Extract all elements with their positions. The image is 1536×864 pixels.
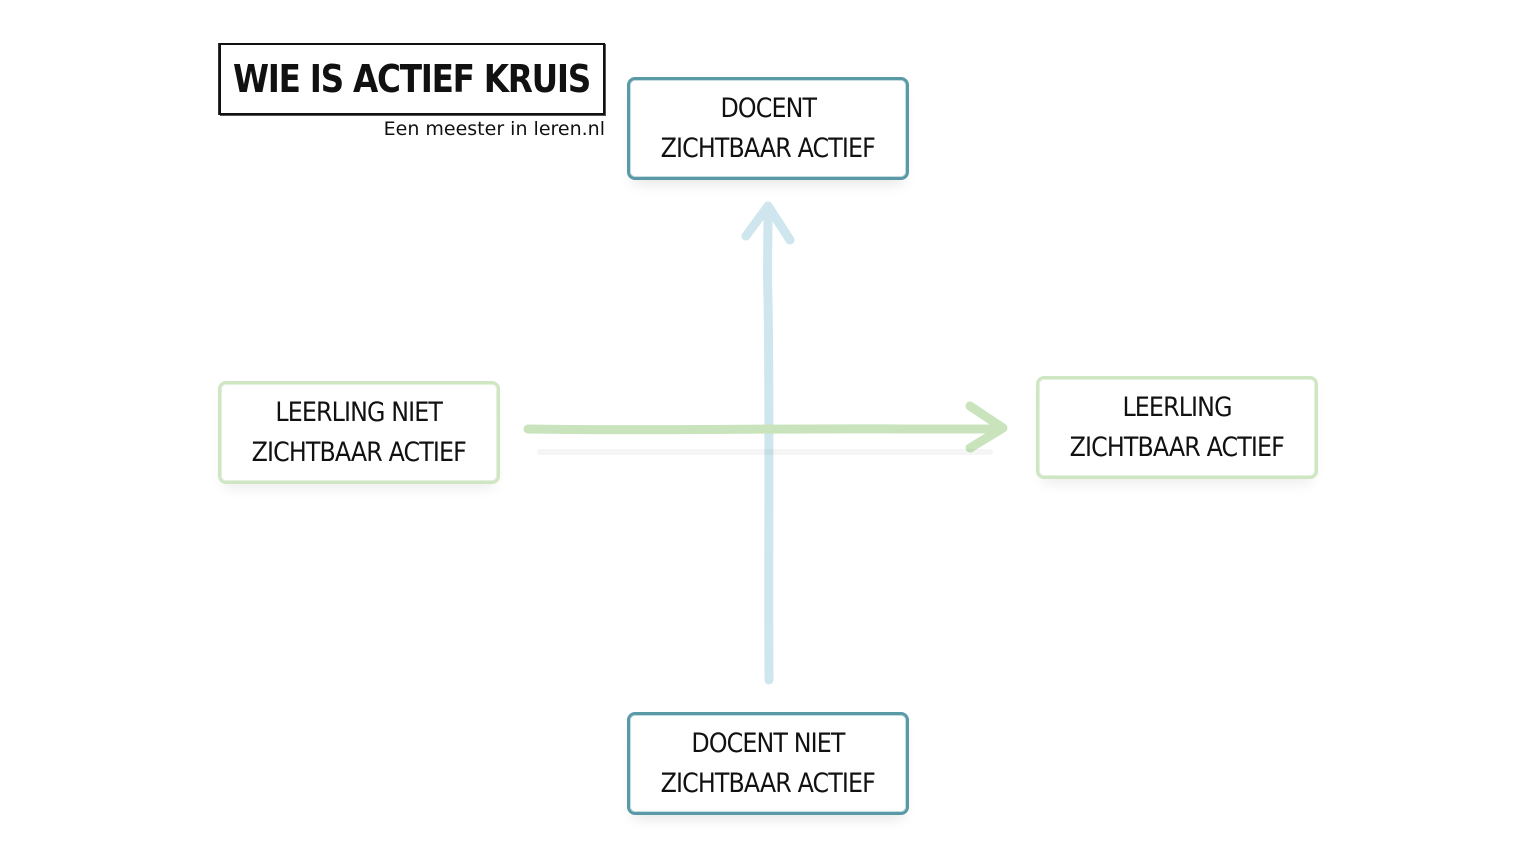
title-box: WIE IS ACTIEF KRUIS xyxy=(219,43,605,115)
node-leerling-zichtbaar-actief: LEERLING ZICHTBAAR ACTIEF xyxy=(1036,376,1318,479)
node-label-line2: ZICHTBAAR ACTIEF xyxy=(660,767,876,799)
subtitle: Een meester in leren.nl xyxy=(383,118,605,140)
node-docent-zichtbaar-actief: DOCENT ZICHTBAAR ACTIEF xyxy=(627,77,909,180)
page-title: WIE IS ACTIEF KRUIS xyxy=(233,57,592,101)
node-label-line2: ZICHTBAAR ACTIEF xyxy=(1069,431,1285,463)
vertical-arrow xyxy=(741,201,795,685)
node-label-line1: DOCENT NIET xyxy=(691,727,845,759)
node-label-line2: ZICHTBAAR ACTIEF xyxy=(251,436,467,468)
node-docent-niet-zichtbaar-actief: DOCENT NIET ZICHTBAAR ACTIEF xyxy=(627,712,909,815)
node-leerling-niet-zichtbaar-actief: LEERLING NIET ZICHTBAAR ACTIEF xyxy=(218,381,500,484)
node-label-line1: LEERLING xyxy=(1122,391,1232,423)
node-label-line1: DOCENT xyxy=(720,92,816,124)
node-label-line1: LEERLING NIET xyxy=(275,396,444,428)
node-label-line2: ZICHTBAAR ACTIEF xyxy=(660,132,876,164)
horizontal-arrow xyxy=(523,401,1008,453)
